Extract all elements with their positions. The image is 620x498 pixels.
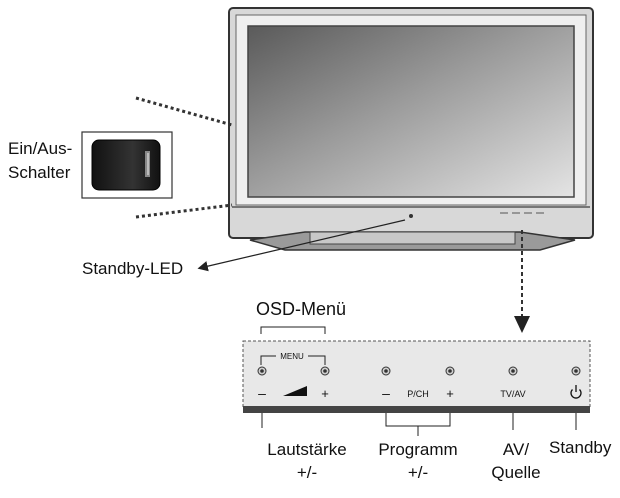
- power-switch-label-line1: Ein/Aus-: [8, 139, 73, 158]
- power-switch-label: Ein/Aus- Schalter: [8, 137, 72, 185]
- program-minus-button[interactable]: [381, 366, 391, 376]
- tv-standby-led: [409, 214, 413, 218]
- standby-button[interactable]: [571, 366, 581, 376]
- panel-plus-2: +: [446, 386, 454, 401]
- menu-bracket: [260, 355, 326, 365]
- panel-tvav: TV/AV: [500, 389, 525, 399]
- panel-minus-2: –: [382, 385, 390, 401]
- volume-ramp-icon: [283, 386, 307, 396]
- tv-screen: [247, 25, 575, 198]
- power-switch-inset: [81, 131, 173, 199]
- power-switch-label-line2: Schalter: [8, 163, 71, 182]
- standby-led-label: Standby-LED: [82, 259, 184, 278]
- switch-leader-top: [135, 96, 233, 127]
- program-label: Programm +/-: [368, 438, 468, 484]
- av-source-label-line1: AV/: [502, 440, 530, 459]
- panel-leader-arrowhead: [514, 316, 530, 333]
- volume-label-line2: +/-: [296, 463, 318, 482]
- control-panel: MENU – + – P/CH + TV/AV: [242, 340, 591, 413]
- switch-leader-bottom: [135, 203, 233, 219]
- power-icon: [570, 385, 582, 399]
- tv-stand-base: [309, 231, 516, 245]
- volume-label: Lautstärke +/-: [258, 438, 356, 484]
- panel-menu-label: MENU: [280, 352, 304, 361]
- volume-plus-button[interactable]: [320, 366, 330, 376]
- osd-menu-label: OSD-Menü: [256, 299, 347, 319]
- panel-plus-1: +: [321, 386, 329, 401]
- standby-label: Standby: [549, 438, 612, 457]
- rocker-switch-icon: [91, 139, 161, 191]
- program-plus-button[interactable]: [445, 366, 455, 376]
- program-label-line2: +/-: [407, 463, 429, 482]
- standby-led-arrow: [197, 219, 406, 272]
- av-source-label: AV/ Quelle: [490, 438, 542, 484]
- program-label-line1: Programm: [378, 440, 458, 459]
- volume-minus-button[interactable]: [257, 366, 267, 376]
- control-panel-edge: [243, 406, 590, 413]
- volume-label-line1: Lautstärke: [267, 440, 347, 459]
- panel-buttons: [257, 366, 581, 376]
- program-bracket: [385, 413, 451, 427]
- panel-pch: P/CH: [407, 389, 429, 399]
- tvav-button[interactable]: [508, 366, 518, 376]
- av-source-label-line2: Quelle: [491, 463, 541, 482]
- tv: [228, 7, 594, 251]
- osd-bracket: [260, 326, 326, 334]
- panel-minus-1: –: [258, 385, 266, 401]
